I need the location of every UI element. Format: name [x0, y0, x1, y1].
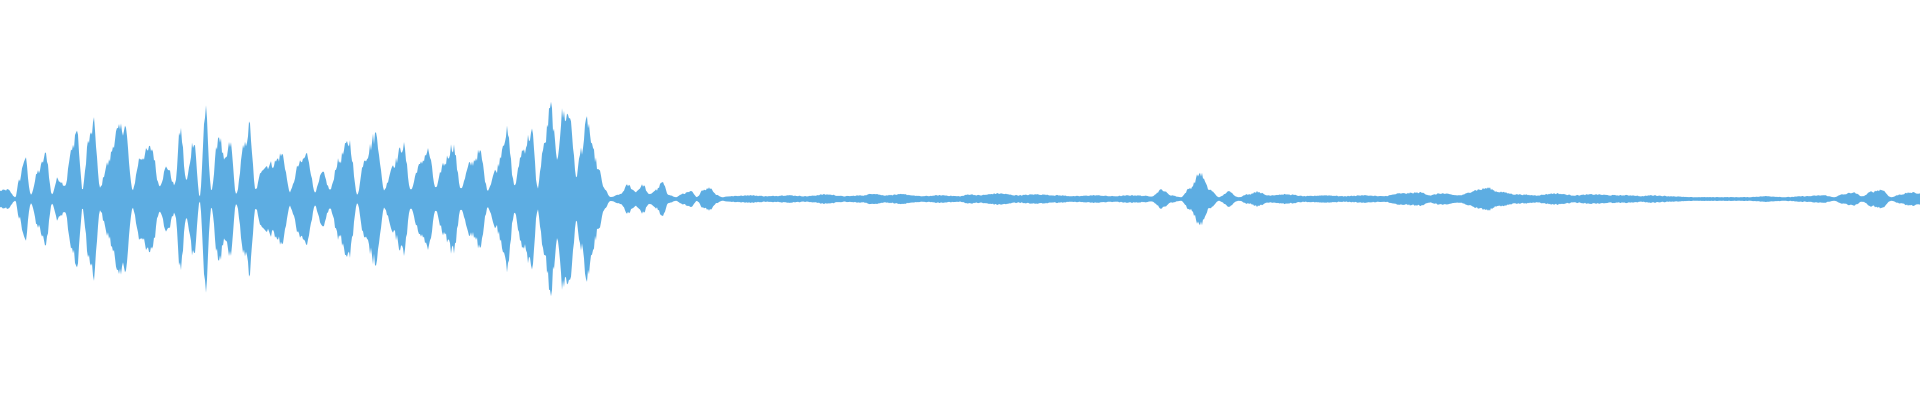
waveform-bars — [0, 101, 1920, 297]
